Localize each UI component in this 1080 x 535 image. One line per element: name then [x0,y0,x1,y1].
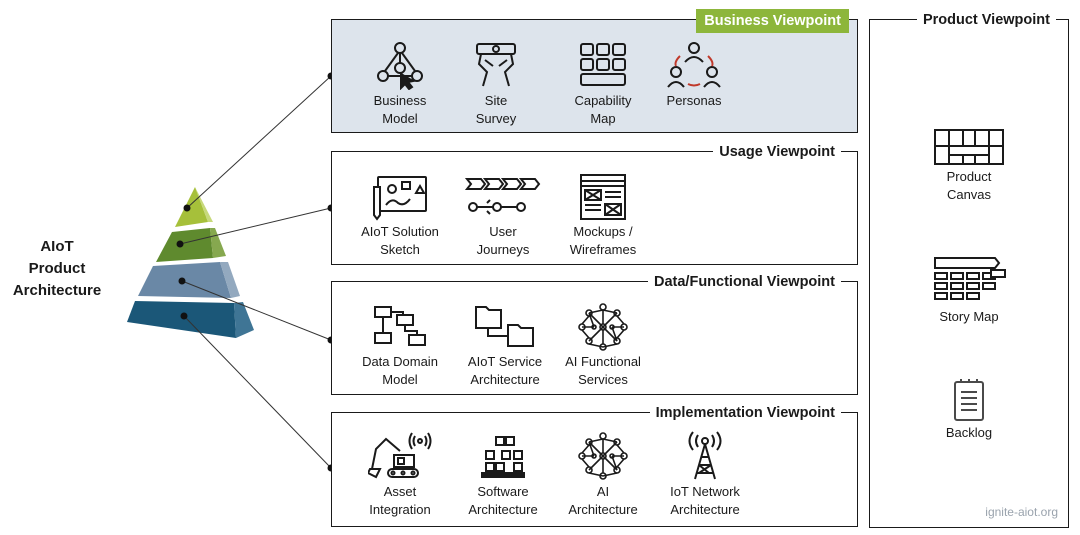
item-label: Mockups / [573,224,633,239]
item-label: Journeys [476,242,530,257]
item-label: Backlog [945,425,993,440]
iot-network-architecture-item: IoT Network Architecture [650,431,760,519]
connector-dot [183,204,191,212]
pyramid-layer-implementation [127,301,236,338]
item-label: Architecture [470,372,540,387]
item-label: Map [590,111,616,126]
watermark-text: ignite-aiot.org [985,505,1058,519]
capability-map-icon [580,43,626,86]
usage-viewpoint-title: Usage Viewpoint [713,144,841,161]
connector-dot [176,240,184,248]
solution-sketch-item: AIoT Solution Sketch [345,173,455,259]
excavator-icon [368,432,432,479]
item-label: IoT Network [670,484,740,499]
usage-viewpoint-box: Usage Viewpoint AIoT Solution Sketch Use… [331,144,858,265]
personas-item: Personas [639,40,749,110]
item-label: Product [946,169,992,184]
item-label: Story Map [939,309,999,324]
site-survey-item: Site Survey [441,40,551,128]
product-canvas-icon [934,129,1004,165]
data-functional-viewpoint-title: Data/Functional Viewpoint [648,274,841,291]
pyramid-layer-data-side [220,262,240,298]
item-label: Architecture [568,502,638,517]
neural-network-icon [578,432,628,480]
data-domain-model-item: Data Domain Model [345,303,455,389]
item-label: Asset [383,484,417,499]
item-label: Architecture [670,502,740,517]
pyramid-layer-usage [156,228,213,262]
item-label: Software [477,484,529,499]
item-label: AI [596,484,610,499]
item-label: Services [578,372,628,387]
connector-line [181,280,332,341]
radio-tower-icon [688,431,722,480]
asset-integration-item: Asset Integration [345,431,455,519]
connector-line [186,75,332,209]
software-blocks-icon [481,436,525,478]
neural-network-icon [578,303,628,351]
item-label: Capability [574,93,632,108]
product-viewpoint-title: Product Viewpoint [916,12,1056,29]
ai-functional-services-item: AI Functional Services [548,303,658,389]
product-canvas-item: Product Canvas [870,128,1068,204]
item-label: Wireframes [569,242,637,257]
data-domain-model-icon [374,306,426,346]
site-survey-icon [476,43,516,87]
user-journeys-item: User Journeys [448,173,558,259]
service-architecture-icon [475,306,534,347]
backlog-icon [954,379,984,421]
item-label: Personas [666,93,722,108]
pyramid-title: AIoT Product Architecture [8,236,106,302]
pyramid-layer-business-side [195,187,213,222]
story-map-item: Story Map [870,256,1068,326]
item-label: Integration [369,502,431,517]
item-label: Model [382,111,418,126]
data-functional-viewpoint-box: Data/Functional Viewpoint Data Domain Mo… [331,274,858,395]
business-model-item: Business Model [345,40,455,128]
item-label: Survey [475,111,517,126]
item-label: Sketch [380,242,420,257]
pyramid-layer-business [175,187,208,227]
user-journeys-icon [464,178,541,215]
story-map-icon [934,257,1006,300]
connector-line [179,207,332,245]
item-label: Canvas [946,187,992,202]
pyramid-title-line: Architecture [12,282,102,299]
item-label: AIoT Solution [361,224,439,239]
item-label: Architecture [468,502,538,517]
connector-dot [178,277,186,285]
pyramid-title-line: AIoT [40,238,74,255]
implementation-viewpoint-box: Implementation Viewpoint Asset Integrati… [331,405,858,527]
ai-architecture-item: AI Architecture [548,431,658,519]
product-viewpoint-box: Product Viewpoint Product Canvas Story M… [869,12,1069,528]
backlog-item: Backlog [870,378,1068,442]
solution-sketch-icon [373,176,427,221]
connector-dot [180,312,188,320]
business-viewpoint-box: Business Viewpoint Business Model Site S… [331,9,858,133]
pyramid-title-line: Product [28,260,86,277]
service-architecture-item: AIoT Service Architecture [450,303,560,389]
item-label: Business [373,93,427,108]
item-label: Model [382,372,418,387]
connector-line [183,315,332,469]
item-label: Data Domain [362,354,438,369]
pyramid-layer-implementation-side [234,302,254,338]
implementation-viewpoint-title: Implementation Viewpoint [649,405,841,422]
item-label: AIoT Service [467,354,543,369]
item-label: User [489,224,517,239]
wireframes-icon [580,174,626,220]
business-model-icon [377,42,423,90]
software-architecture-item: Software Architecture [448,431,558,519]
item-label: Site [484,93,508,108]
item-label: AI Functional [565,354,641,369]
wireframes-item: Mockups / Wireframes [548,173,658,259]
business-viewpoint-title: Business Viewpoint [696,9,849,33]
capability-map-item: Capability Map [548,40,658,128]
personas-icon [667,42,721,88]
